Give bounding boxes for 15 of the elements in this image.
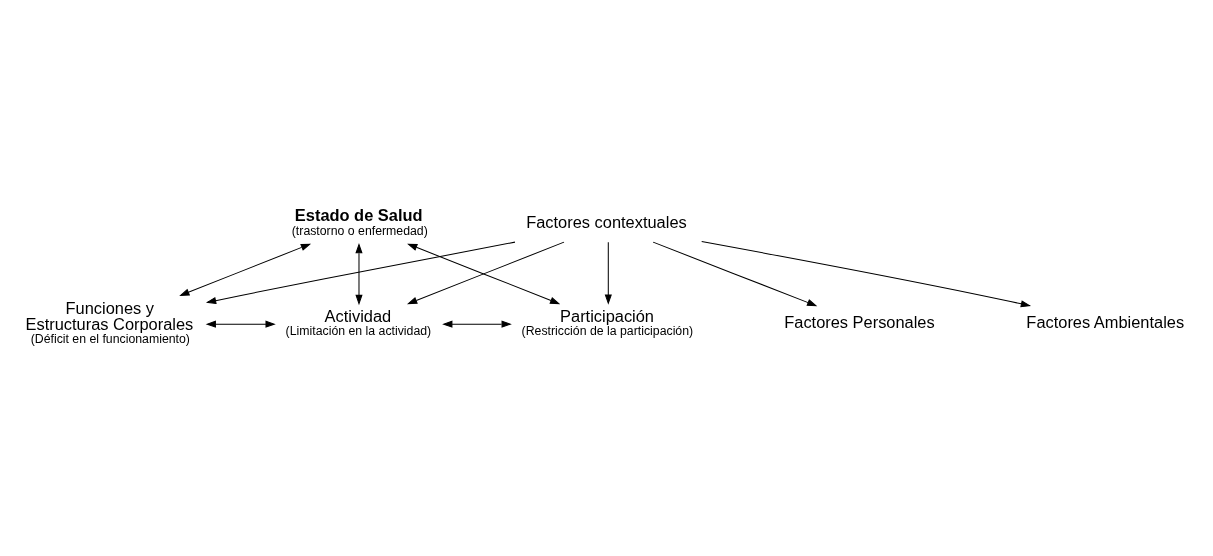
node-text: Factores contextuales: [526, 212, 687, 231]
arrow: [205, 241, 516, 305]
node-text: Factores Ambientales: [1026, 313, 1185, 332]
arrow: [179, 243, 312, 296]
arrow: [604, 241, 612, 305]
arrow: [355, 243, 363, 306]
node-text: Estado de Salud (trastorno o enfermedad): [291, 206, 428, 238]
arrow: [442, 320, 512, 328]
arrow: [652, 241, 818, 307]
node-text: Actividad (Limitación en la actividad): [285, 306, 432, 339]
node-text: Factores Personales: [784, 313, 935, 332]
node-text: Funciones y Estructuras Corporales (Déficit en el funcionamiento): [25, 298, 194, 347]
node-text: Participación (Restricción de la participación): [521, 306, 694, 339]
arrow: [205, 320, 276, 328]
arrow: [701, 241, 1032, 308]
